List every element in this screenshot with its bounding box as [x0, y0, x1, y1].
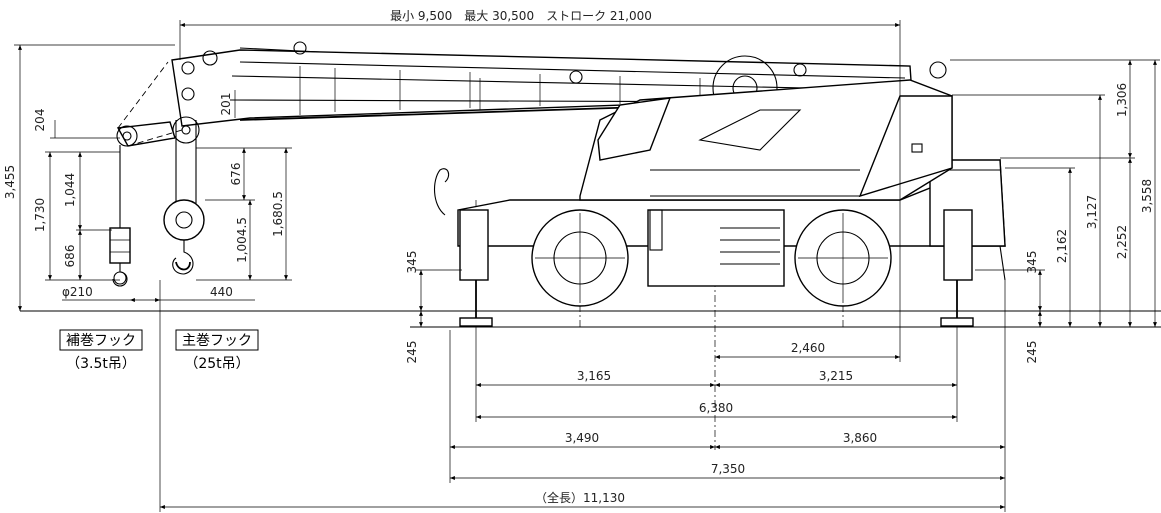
main-hook-label: 主巻フック （25t吊）: [175, 329, 259, 372]
aux-hook-label: 補巻フック （3.5t吊）: [59, 329, 143, 372]
dim-1044: 1,044: [63, 173, 77, 207]
wheels: [531, 209, 892, 307]
dim-3860: 3,860: [843, 431, 877, 445]
dim-345-right: 345: [1025, 251, 1039, 274]
dim-3215: 3,215: [819, 369, 853, 383]
dim-boom-length: 最小 9,500 最大 30,500 ストローク 21,000: [390, 9, 652, 23]
dim-2460: 2,460: [791, 341, 825, 355]
dim-3165: 3,165: [577, 369, 611, 383]
upper-structure: [579, 79, 953, 201]
dim-245-right: 245: [1025, 341, 1039, 364]
dim-phi210: φ210: [62, 285, 93, 299]
dim-676: 676: [229, 163, 243, 186]
aux-hook-capacity: （3.5t吊）: [66, 356, 136, 372]
dim-1680-5: 1,680.5: [271, 191, 285, 237]
aux-hook-block: [109, 145, 131, 287]
dim-overall-length: （全長）11,130: [535, 490, 625, 505]
dim-1306: 1,306: [1115, 83, 1129, 117]
jib-extension: [116, 61, 183, 147]
dim-1730: 1,730: [33, 198, 47, 232]
dim-3455: 3,455: [3, 165, 17, 199]
dim-7350: 7,350: [711, 462, 745, 476]
dim-2162: 2,162: [1055, 229, 1069, 263]
dim-3127: 3,127: [1085, 195, 1099, 229]
dim-345-left: 345: [405, 251, 419, 274]
dim-440: 440: [210, 285, 233, 299]
dim-201: 201: [219, 93, 233, 116]
aux-hook-title: 補巻フック: [66, 333, 136, 349]
dim-6380: 6,380: [699, 401, 733, 415]
dim-686: 686: [63, 245, 77, 268]
main-hook-capacity: （25t吊）: [184, 356, 249, 372]
main-hook-title: 主巻フック: [182, 333, 252, 349]
dim-204: 204: [33, 109, 47, 132]
main-hook-block: [163, 116, 205, 275]
dimension-lines: [14, 20, 1160, 512]
dim-1004-5: 1,004.5: [235, 217, 249, 263]
dim-2252: 2,252: [1115, 225, 1129, 259]
dim-3490: 3,490: [565, 431, 599, 445]
dim-245-left: 245: [405, 341, 419, 364]
dim-3558: 3,558: [1140, 179, 1154, 213]
outriggers: [434, 168, 1006, 327]
telescopic-boom: [171, 41, 947, 127]
